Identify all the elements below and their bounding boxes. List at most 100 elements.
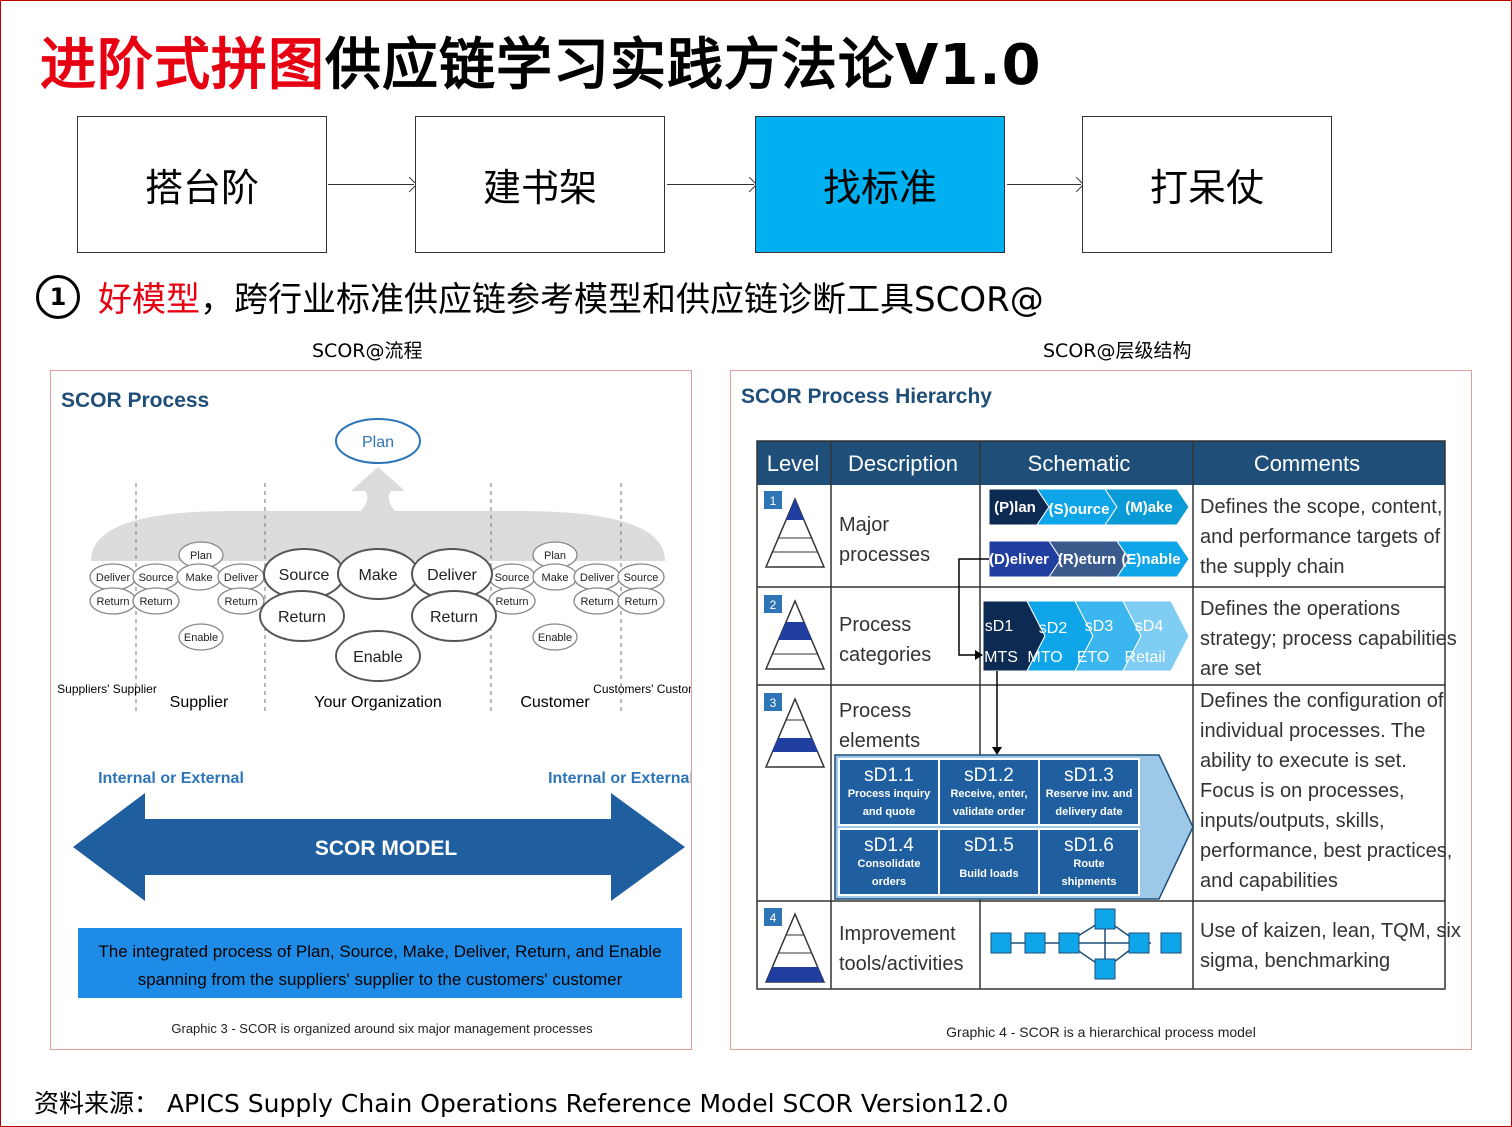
cell-sd1-4-desc: orders [872,876,906,888]
scor-model-double-arrow [73,793,685,901]
small-plan-left: Plan [190,550,212,562]
cell-sd1-2: sD1.2 [964,765,1014,786]
scor-hierarchy-title: SCOR Process Hierarchy [741,385,992,408]
internal-external-right: Internal or External [548,770,691,787]
header-description: Description [848,451,958,476]
headline: 1 好模型，跨行业标准供应链参考模型和供应链诊断工具SCOR@ [36,272,1044,321]
org-return: Return [430,609,478,626]
cell-sd1-4: sD1.4 [864,835,914,856]
desc-3-line-1: Process [839,700,911,722]
level-3-cells [838,758,1140,896]
comment-2-line-2: strategy; process capabilities [1200,628,1457,650]
circled-number: 1 [36,274,80,319]
headline-highlight: 好模型 [98,280,200,320]
title-highlight: 进阶式拼图 [40,33,325,98]
chevron-mts: MTS [984,649,1018,666]
comment-2-line-1: Defines the operations [1200,598,1400,620]
small-return: Return [96,596,129,608]
step-1: 搭台阶 [77,116,327,253]
org-ovals [259,548,497,682]
small-return: Return [495,596,528,608]
step-arrow [667,184,754,185]
small-return: Return [139,596,172,608]
small-plan-right: Plan [544,550,566,562]
step-arrow [328,184,414,185]
connector-arrowhead [975,650,983,660]
connector-level1-level2 [958,558,989,656]
title-rest: 供应链学习实践方法论V1.0 [325,33,1042,98]
chevron-sd2: sD2 [1039,620,1068,637]
cell-sd1-1: sD1.1 [864,765,914,786]
chevron-return: (R)eturn [1058,551,1116,568]
small-deliver: Deliver [580,572,615,584]
graphic-3-caption: Graphic 3 - SCOR is organized around six… [171,1021,593,1036]
header-schematic: Schematic [1028,451,1131,476]
connector-arrowhead [992,747,1002,755]
step-arrow [1007,184,1081,185]
scor-process-diagram: SCOR Process Plan Plan Deliver Source Ma… [57,389,709,1036]
scor-process-title: SCOR Process [61,389,209,412]
cell-sd1-1-desc: and quote [863,806,916,818]
cell-sd1-4-desc: Consolidate [858,858,921,870]
level-2-badge: 2 [770,598,777,612]
cell-sd1-3: sD1.3 [1064,765,1114,786]
your-organization-label: Your Organization [314,694,442,711]
org-return: Return [278,609,326,626]
comment-3-line-3: ability to execute is set. [1200,750,1407,772]
table-header-bar [757,441,1445,485]
desc-3-line-2: elements [839,730,920,752]
small-enable-right: Enable [538,632,572,644]
table-grid [756,440,1446,990]
chevron-deliver: (D)eliver [989,551,1049,568]
customers-customer-label: Customers' Customer [593,682,691,696]
headline-text: ，跨行业标准供应链参考模型和供应链诊断工具SCOR@ [200,280,1044,320]
cell-sd1-6: sD1.6 [1064,835,1114,856]
comment-4-line-2: sigma, benchmarking [1200,950,1390,972]
scor-process-panel: SCOR Process Plan Plan Deliver Source Ma… [50,370,709,1050]
customer-small-ovals [488,541,665,651]
cell-sd1-2-desc: Receive, enter, [950,788,1027,800]
comment-1-line-3: the supply chain [1200,556,1345,578]
source-note: 资料来源： APICS Supply Chain Operations Refe… [34,1089,1009,1118]
org-make: Make [358,567,397,584]
small-source: Source [139,572,174,584]
cell-sd1-5-desc: Build loads [959,868,1018,880]
step-4: 打呆仗 [1082,116,1332,253]
cell-sd1-5: sD1.5 [964,835,1014,856]
suppliers-supplier-label: Suppliers' Supplier [57,682,157,696]
integrated-process-banner [78,928,682,998]
caption-left: SCOR@流程 [312,340,423,362]
desc-1-line-2: processes [839,544,930,566]
chevron-sd4: sD4 [1135,618,1164,635]
chevron-retail: Retail [1125,649,1166,666]
step-2: 建书架 [415,116,665,253]
plan-umbrella [91,467,665,561]
org-enable: Enable [353,649,403,666]
header-comments: Comments [1254,451,1360,476]
step-3-active: 找标准 [755,116,1005,253]
small-make: Make [542,572,569,584]
caption-right: SCOR@层级结构 [1043,340,1192,362]
chevron-sd3: sD3 [1085,618,1114,635]
banner-line-2: spanning from the suppliers' supplier to… [138,970,623,989]
level-2-chevrons [982,600,1190,672]
banner-line-1: The integrated process of Plan, Source, … [98,942,661,961]
comment-3-line-1: Defines the configuration of [1200,690,1444,712]
level-4-badge: 4 [770,911,777,925]
chevron-eto: ETO [1077,649,1110,666]
level-4-network-nodes [990,908,1182,980]
level-3-badge: 3 [770,696,777,710]
small-deliver: Deliver [96,572,131,584]
chevron-enable: (E)nable [1121,551,1180,568]
cell-sd1-6-desc: shipments [1061,876,1116,888]
cell-sd1-6-desc: Route [1073,858,1104,870]
comment-3-line-2: individual processes. The [1200,720,1425,742]
small-deliver: Deliver [224,572,259,584]
level-pyramids: 1 2 3 4 [764,491,826,983]
comment-3-line-6: performance, best practices, [1200,840,1452,862]
org-source: Source [279,567,330,584]
cell-sd1-2-desc: validate order [953,806,1026,818]
small-source: Source [495,572,530,584]
cell-sd1-3-desc: delivery date [1055,806,1122,818]
scor-model-label: SCOR MODEL [315,837,458,860]
